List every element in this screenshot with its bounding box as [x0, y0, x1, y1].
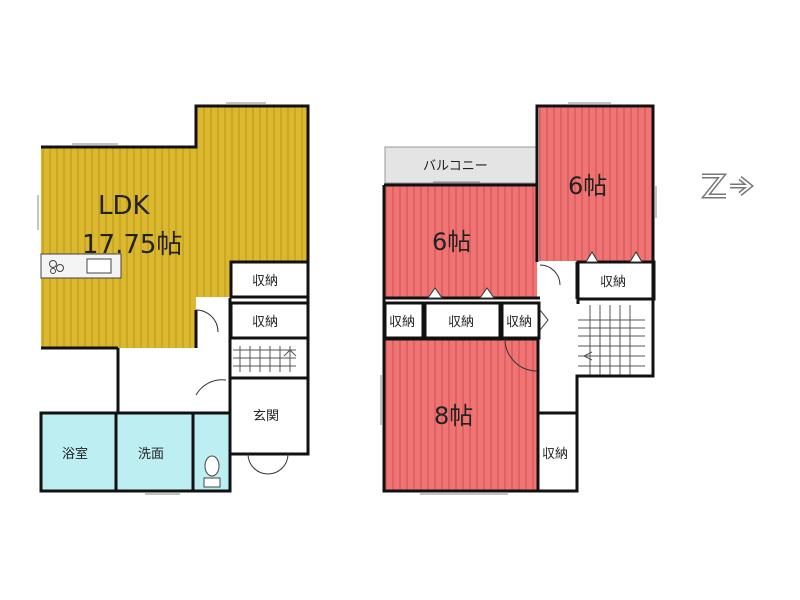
- storage-lower-label: 収納: [252, 315, 278, 330]
- storage-upper-label: 収納: [252, 274, 278, 289]
- floor-1-walls: [39, 104, 310, 493]
- storage-a-label: 収納: [600, 275, 626, 290]
- stair-floor-2: [578, 305, 645, 375]
- storage-e-label: 収納: [542, 447, 568, 462]
- door-markers-floor-2: [427, 251, 643, 299]
- room-bottom-label: 8帖: [434, 402, 473, 430]
- balcony-label: バルコニー: [423, 159, 488, 174]
- floor-2: [380, 102, 657, 495]
- windows-floor-2: [380, 102, 657, 495]
- storage-c-label: 収納: [448, 315, 474, 330]
- room-left-label: 6帖: [432, 228, 471, 256]
- floor-2-walls: [382, 104, 655, 493]
- room-right-floor: [539, 106, 653, 261]
- entrance-box: [228, 376, 310, 456]
- north-arrow-icon: [700, 173, 755, 199]
- entrance-label: 玄関: [253, 409, 279, 424]
- door-swings-floor-2: [504, 264, 561, 372]
- windows-floor-1: [37, 102, 266, 495]
- storage-b-label: 収納: [389, 315, 415, 330]
- floor-1: [37, 102, 310, 495]
- room-right-label: 6帖: [568, 172, 607, 200]
- room-bottom-floor: [384, 339, 577, 491]
- washroom-label: 洗面: [138, 447, 164, 462]
- ldk-name: LDK: [98, 191, 151, 221]
- kitchen-counter: [40, 253, 122, 279]
- storage-d-label: 収納: [506, 315, 532, 330]
- balcony-floor: [384, 146, 538, 184]
- ldk-size: 17.75帖: [82, 230, 182, 260]
- door-swings-floor-1: [195, 309, 289, 475]
- stair-floor-1: [233, 346, 297, 372]
- storage-d-box: [500, 301, 541, 340]
- room-left-floor: [384, 185, 537, 298]
- bath-label: 浴室: [62, 446, 88, 462]
- toilet-icon: [203, 455, 221, 488]
